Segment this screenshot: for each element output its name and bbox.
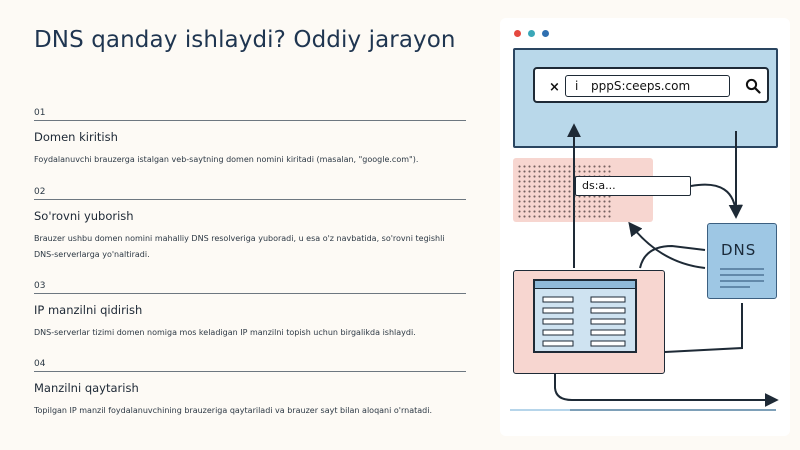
step-heading: So'rovni yuborish <box>34 209 134 223</box>
flow-arrows <box>510 123 779 411</box>
step-3: 03 IP manzilni qidirish DNS-serverlar ti… <box>34 281 466 341</box>
step-number: 01 <box>34 108 46 118</box>
info-icon: i <box>575 79 579 93</box>
step-number: 04 <box>34 359 46 369</box>
dns-flow-illustration: × i pppS:ceeps.com ds:a... DNS <box>500 18 790 436</box>
server-screen <box>533 279 637 353</box>
url-field: i pppS:ceeps.com <box>565 75 730 97</box>
divider <box>34 371 466 372</box>
step-description: Topilgan IP manzil foydalanuvchining bra… <box>34 406 432 415</box>
search-icon <box>745 78 761 94</box>
step-2: 02 So'rovni yuborish Brauzer ushbu domen… <box>34 187 466 263</box>
page-title: DNS qanday ishlaydi? Oddiy jarayon <box>34 27 456 53</box>
slide-text: DNS qanday ishlaydi? Oddiy jarayon <box>34 26 466 55</box>
divider <box>34 199 466 200</box>
step-heading: IP manzilni qidirish <box>34 303 143 317</box>
dns-label: DNS <box>721 241 757 259</box>
window-dot-blue <box>542 30 549 37</box>
step-1: 01 Domen kiritish Foydalanuvchi brauzerg… <box>34 108 466 168</box>
browser-window: × i pppS:ceeps.com <box>513 48 778 148</box>
step-heading: Manzilni qaytarish <box>34 381 139 395</box>
step-4: 04 Manzilni qaytarish Topilgan IP manzil… <box>34 359 466 419</box>
step-description: Brauzer ushbu domen nomini mahalliy DNS … <box>34 234 445 259</box>
screen-titlebar <box>535 281 635 289</box>
window-dot-red <box>514 30 521 37</box>
server-machine <box>513 270 665 374</box>
step-heading: Domen kiritish <box>34 130 118 144</box>
records-list-icon <box>542 296 626 347</box>
window-dot-teal <box>528 30 535 37</box>
dns-server: DNS <box>707 223 777 299</box>
divider <box>34 293 466 294</box>
query-text: ds:a... <box>582 179 616 192</box>
step-number: 03 <box>34 281 46 291</box>
query-box: ds:a... <box>575 176 691 196</box>
url-text: pppS:ceeps.com <box>591 79 691 93</box>
text-lines-icon <box>720 268 764 288</box>
step-number: 02 <box>34 187 46 197</box>
close-icon: × <box>549 80 560 95</box>
step-description: Foydalanuvchi brauzerga istalgan veb-say… <box>34 155 419 164</box>
step-description: DNS-serverlar tizimi domen nomiga mos ke… <box>34 328 416 337</box>
address-bar: × i pppS:ceeps.com <box>533 67 769 103</box>
divider <box>34 120 466 121</box>
